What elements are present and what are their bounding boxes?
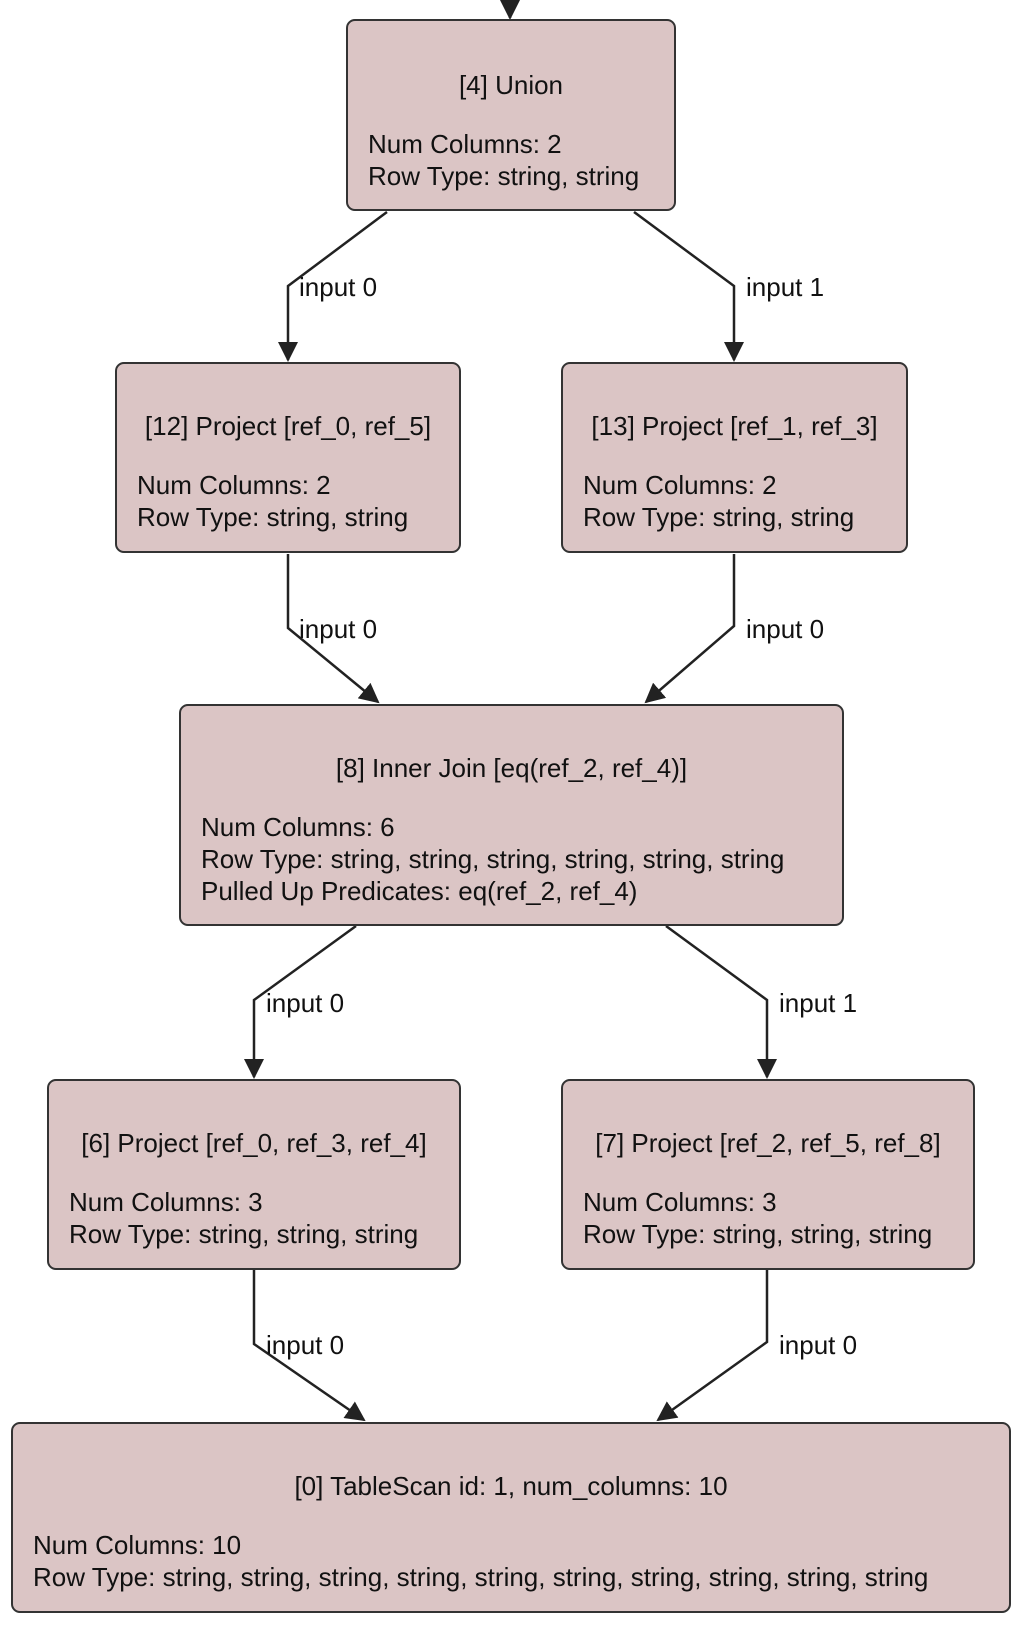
- node-title: [13] Project [ref_1, ref_3]: [591, 411, 878, 441]
- node-title: [7] Project [ref_2, ref_5, ref_8]: [595, 1128, 941, 1158]
- edge-p6-to-scan: [252, 1270, 366, 1422]
- edge-label-union-to-p13: input 1: [746, 272, 825, 302]
- edge-union-to-p12: [278, 210, 388, 362]
- edge-union-to-p13: [633, 210, 744, 362]
- node-row-type: Row Type: string, string, string: [69, 1219, 419, 1249]
- node-title: [0] TableScan id: 1, num_columns: 10: [294, 1471, 728, 1501]
- node-num-columns: Num Columns: 2: [137, 470, 331, 500]
- node-title: [6] Project [ref_0, ref_3, ref_4]: [81, 1128, 427, 1158]
- node-row-type: Row Type: string, string, string, string…: [33, 1562, 929, 1592]
- node-num-columns: Num Columns: 6: [201, 812, 395, 842]
- edge-label-join-to-p7: input 1: [779, 988, 858, 1018]
- edge-p13-to-join: [644, 554, 736, 704]
- node-title: [12] Project [ref_0, ref_5]: [144, 411, 432, 441]
- node-title: [4] Union: [458, 70, 564, 100]
- edge-join-to-p6: [244, 924, 357, 1079]
- node-project-7[interactable]: [7] Project [ref_2, ref_5, ref_8] Num Co…: [561, 1079, 975, 1270]
- node-num-columns: Num Columns: 3: [583, 1187, 777, 1217]
- edge-p7-to-scan: [656, 1270, 769, 1422]
- node-row-type: Row Type: string, string: [137, 502, 409, 532]
- node-predicates: Pulled Up Predicates: eq(ref_2, ref_4): [201, 876, 638, 906]
- edge-label-p6-to-scan: input 0: [266, 1330, 345, 1360]
- edge-label-p13-to-join: input 0: [746, 614, 825, 644]
- node-title: [8] Inner Join [eq(ref_2, ref_4)]: [335, 753, 688, 783]
- node-num-columns: Num Columns: 2: [368, 129, 562, 159]
- node-project-6[interactable]: [6] Project [ref_0, ref_3, ref_4] Num Co…: [47, 1079, 461, 1270]
- edge-label-p12-to-join: input 0: [299, 614, 378, 644]
- node-row-type: Row Type: string, string, string: [583, 1219, 933, 1249]
- edge-p12-to-join: [286, 554, 380, 704]
- edge-label-join-to-p6: input 0: [266, 988, 345, 1018]
- node-row-type: Row Type: string, string: [583, 502, 855, 532]
- node-union-4[interactable]: [4] Union Num Columns: 2 Row Type: strin…: [346, 19, 676, 211]
- node-num-columns: Num Columns: 2: [583, 470, 777, 500]
- node-project-13[interactable]: [13] Project [ref_1, ref_3] Num Columns:…: [561, 362, 908, 553]
- node-num-columns: Num Columns: 3: [69, 1187, 263, 1217]
- edge-label-union-to-p12: input 0: [299, 272, 378, 302]
- node-inner-join-8[interactable]: [8] Inner Join [eq(ref_2, ref_4)] Num Co…: [179, 704, 844, 926]
- node-tablescan-0[interactable]: [0] TableScan id: 1, num_columns: 10 Num…: [11, 1422, 1011, 1613]
- edge-join-to-p7: [665, 924, 777, 1079]
- edge-label-p7-to-scan: input 0: [779, 1330, 858, 1360]
- node-num-columns: Num Columns: 10: [33, 1530, 242, 1560]
- node-row-type: Row Type: string, string: [368, 161, 640, 191]
- node-project-12[interactable]: [12] Project [ref_0, ref_5] Num Columns:…: [115, 362, 461, 553]
- node-row-type: Row Type: string, string, string, string…: [201, 844, 785, 874]
